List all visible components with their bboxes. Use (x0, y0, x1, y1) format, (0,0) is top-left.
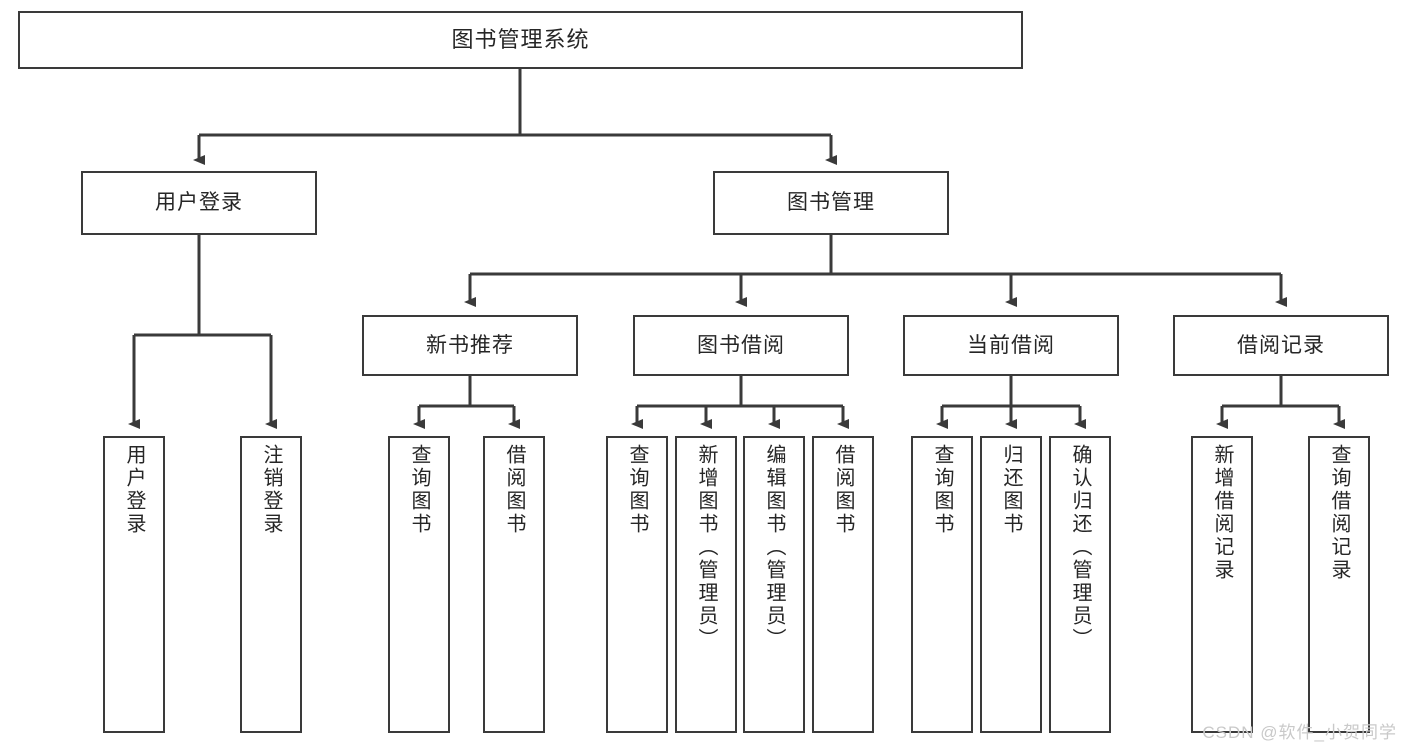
leaf-user-login-login[interactable]: 用户登录 (103, 436, 165, 733)
leaf-current-borrow-return-book[interactable]: 归还图书 (980, 436, 1042, 733)
node-borrow-record[interactable]: 借阅记录 (1173, 315, 1389, 376)
node-label: 编辑图书（管理员） (763, 444, 785, 651)
node-user-login[interactable]: 用户登录 (81, 171, 317, 235)
node-label: 图书管理系统 (451, 26, 590, 52)
node-label: 查询借阅记录 (1328, 444, 1350, 582)
node-label: 用户登录 (155, 191, 243, 215)
node-root-book-management-system[interactable]: 图书管理系统 (18, 11, 1023, 69)
node-label: 新书推荐 (426, 333, 514, 357)
node-label: 借阅图书 (832, 444, 854, 536)
node-book-management[interactable]: 图书管理 (713, 171, 949, 235)
leaf-new-book-query-book[interactable]: 查询图书 (388, 436, 450, 733)
leaf-book-borrow-query-book[interactable]: 查询图书 (606, 436, 668, 733)
node-current-borrow[interactable]: 当前借阅 (903, 315, 1119, 376)
leaf-book-borrow-edit-book-admin[interactable]: 编辑图书（管理员） (743, 436, 805, 733)
leaf-book-borrow-borrow-book[interactable]: 借阅图书 (812, 436, 874, 733)
node-label: 查询图书 (931, 444, 953, 536)
node-label: 归还图书 (1000, 444, 1022, 536)
node-label: 图书借阅 (697, 333, 785, 357)
node-label: 借阅记录 (1237, 333, 1325, 357)
node-label: 查询图书 (408, 444, 430, 536)
node-label: 用户登录 (123, 444, 145, 536)
node-label: 当前借阅 (967, 333, 1055, 357)
node-label: 借阅图书 (503, 444, 525, 536)
node-label: 查询图书 (626, 444, 648, 536)
node-book-borrow[interactable]: 图书借阅 (633, 315, 849, 376)
node-label: 新增图书（管理员） (695, 444, 717, 651)
node-label: 确认归还（管理员） (1069, 444, 1091, 651)
node-new-book-recommendation[interactable]: 新书推荐 (362, 315, 578, 376)
leaf-borrow-record-query-record[interactable]: 查询借阅记录 (1308, 436, 1370, 733)
leaf-borrow-record-add-record[interactable]: 新增借阅记录 (1191, 436, 1253, 733)
node-label: 新增借阅记录 (1211, 444, 1233, 582)
node-label: 注销登录 (260, 444, 282, 536)
leaf-user-login-logout[interactable]: 注销登录 (240, 436, 302, 733)
node-label: 图书管理 (787, 191, 875, 215)
leaf-book-borrow-add-book-admin[interactable]: 新增图书（管理员） (675, 436, 737, 733)
leaf-current-borrow-query-book[interactable]: 查询图书 (911, 436, 973, 733)
leaf-new-book-borrow-book[interactable]: 借阅图书 (483, 436, 545, 733)
leaf-current-borrow-confirm-return-admin[interactable]: 确认归还（管理员） (1049, 436, 1111, 733)
